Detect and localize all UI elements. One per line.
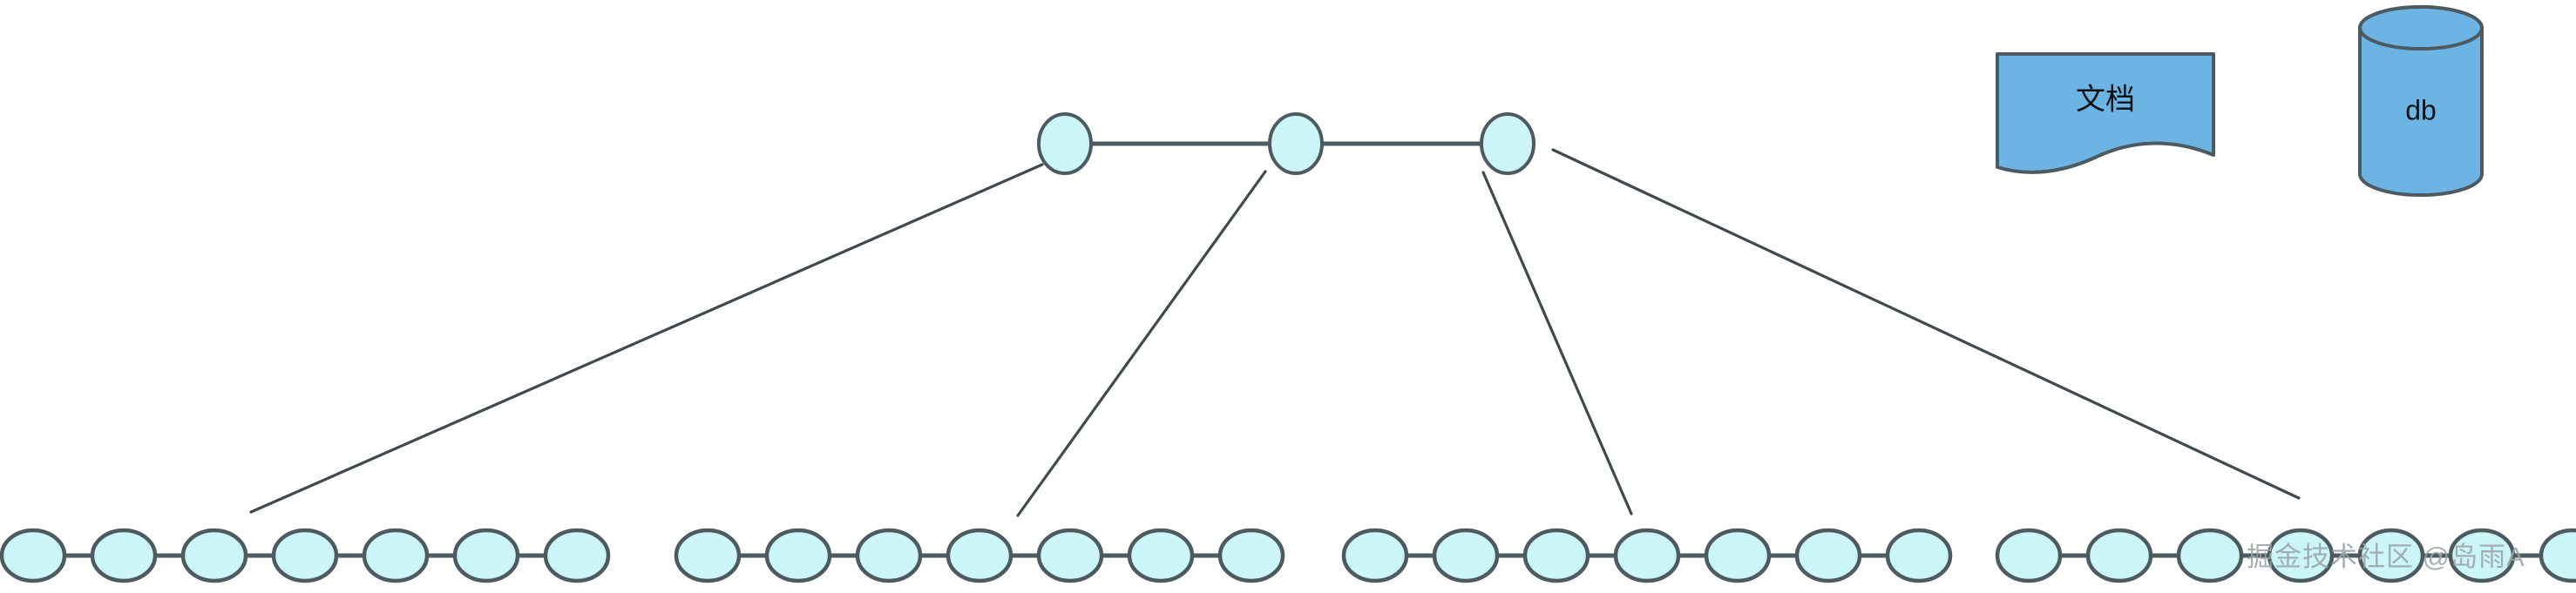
cylinder-top-ellipse — [2358, 5, 2484, 51]
chain-node[interactable] — [1613, 528, 1681, 583]
chain-node[interactable] — [1217, 528, 1285, 583]
coordinator-node[interactable] — [1480, 112, 1535, 175]
chain-group — [0, 528, 611, 583]
chain-node[interactable] — [1036, 528, 1104, 583]
watermark: 掘金技术社区 @岛雨A — [2247, 542, 2525, 572]
chain-node[interactable] — [2267, 528, 2335, 583]
coordinator-node[interactable] — [1037, 112, 1093, 175]
chain-node[interactable] — [1995, 528, 2063, 583]
chain-node[interactable] — [543, 528, 611, 583]
chain-node[interactable] — [1341, 528, 1409, 583]
chain-node[interactable] — [764, 528, 832, 583]
chain-node[interactable] — [2085, 528, 2153, 583]
chain-node[interactable] — [180, 528, 248, 583]
chain-node[interactable] — [1432, 528, 1500, 583]
chain-node[interactable] — [1127, 528, 1195, 583]
chain-node[interactable] — [271, 528, 339, 583]
chain-node[interactable] — [946, 528, 1013, 583]
chain-node[interactable] — [674, 528, 742, 583]
fan-link-line — [1016, 170, 1267, 517]
coordinator-node-shape[interactable] — [1037, 112, 1093, 175]
coordinator-node-shape[interactable] — [1268, 112, 1324, 175]
chain-node[interactable] — [452, 528, 520, 583]
chain-node[interactable] — [1522, 528, 1590, 583]
document-shape-outline[interactable] — [1996, 52, 2215, 174]
coordinator-node-shape[interactable] — [1480, 112, 1535, 175]
chain-group — [1995, 528, 2576, 583]
chain-group — [674, 528, 1285, 583]
fan-link-line — [249, 163, 1044, 514]
cylinder-label: db — [2405, 94, 2437, 125]
chain-group — [1341, 528, 1953, 583]
database-cylinder-shape[interactable]: db — [2358, 5, 2484, 197]
chain-node[interactable] — [855, 528, 923, 583]
watermark-label: 掘金技术社区 @岛雨A — [2247, 542, 2525, 572]
chain-node[interactable] — [2176, 528, 2244, 583]
top-tier-node-layer — [1037, 112, 1535, 175]
chain-node[interactable] — [2539, 528, 2576, 583]
chain-node[interactable] — [90, 528, 158, 583]
chain-node[interactable] — [1885, 528, 1953, 583]
document-shape[interactable]: 文档 — [1996, 52, 2215, 174]
bottom-tier-layer — [0, 528, 2576, 583]
chain-node[interactable] — [1794, 528, 1862, 583]
chain-node[interactable] — [0, 528, 67, 583]
legend-shape-layer: 文档 db — [1996, 5, 2484, 197]
chain-node[interactable] — [2448, 528, 2516, 583]
coordinator-node[interactable] — [1268, 112, 1324, 175]
fan-link-line — [1551, 148, 2301, 500]
document-shape-label: 文档 — [2076, 84, 2135, 117]
chain-node[interactable] — [1704, 528, 1772, 583]
fan-link-layer — [249, 148, 2301, 517]
chain-node[interactable] — [2357, 528, 2425, 583]
chain-node[interactable] — [362, 528, 430, 583]
fan-link-line — [1481, 171, 1633, 516]
